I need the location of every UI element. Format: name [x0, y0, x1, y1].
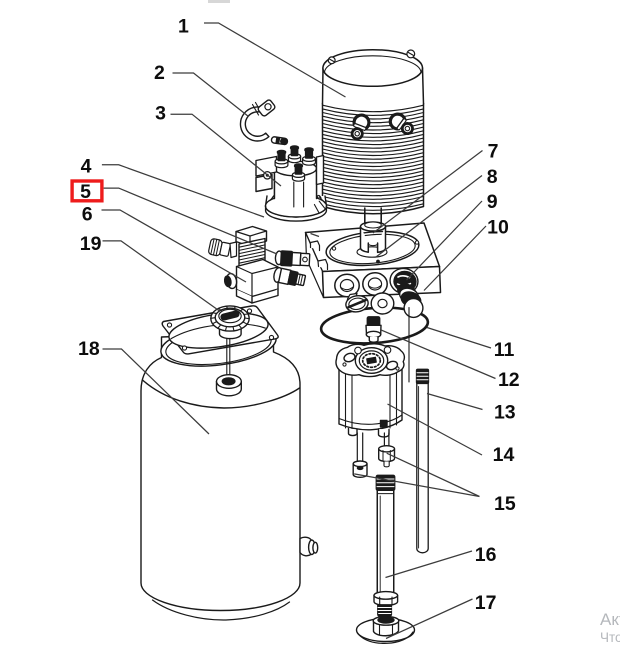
svg-text:4: 4 [81, 156, 92, 178]
svg-text:17: 17 [475, 592, 497, 614]
svg-text:12: 12 [498, 369, 520, 391]
svg-text:7: 7 [488, 141, 499, 163]
svg-text:18: 18 [78, 338, 100, 360]
svg-text:1: 1 [178, 15, 189, 37]
svg-text:6: 6 [82, 203, 93, 225]
svg-text:11: 11 [494, 339, 515, 361]
svg-text:15: 15 [494, 493, 516, 515]
svg-text:14: 14 [493, 444, 515, 466]
svg-text:13: 13 [494, 401, 516, 423]
svg-text:8: 8 [487, 166, 498, 188]
svg-text:5: 5 [80, 181, 91, 203]
svg-text:16: 16 [475, 544, 497, 566]
svg-text:Что: Что [600, 630, 620, 645]
svg-text:2: 2 [154, 62, 165, 84]
svg-text:9: 9 [487, 191, 498, 213]
svg-text:3: 3 [155, 103, 166, 125]
svg-text:10: 10 [487, 217, 509, 239]
svg-text:Акт: Акт [600, 610, 620, 629]
svg-text:19: 19 [80, 233, 102, 255]
